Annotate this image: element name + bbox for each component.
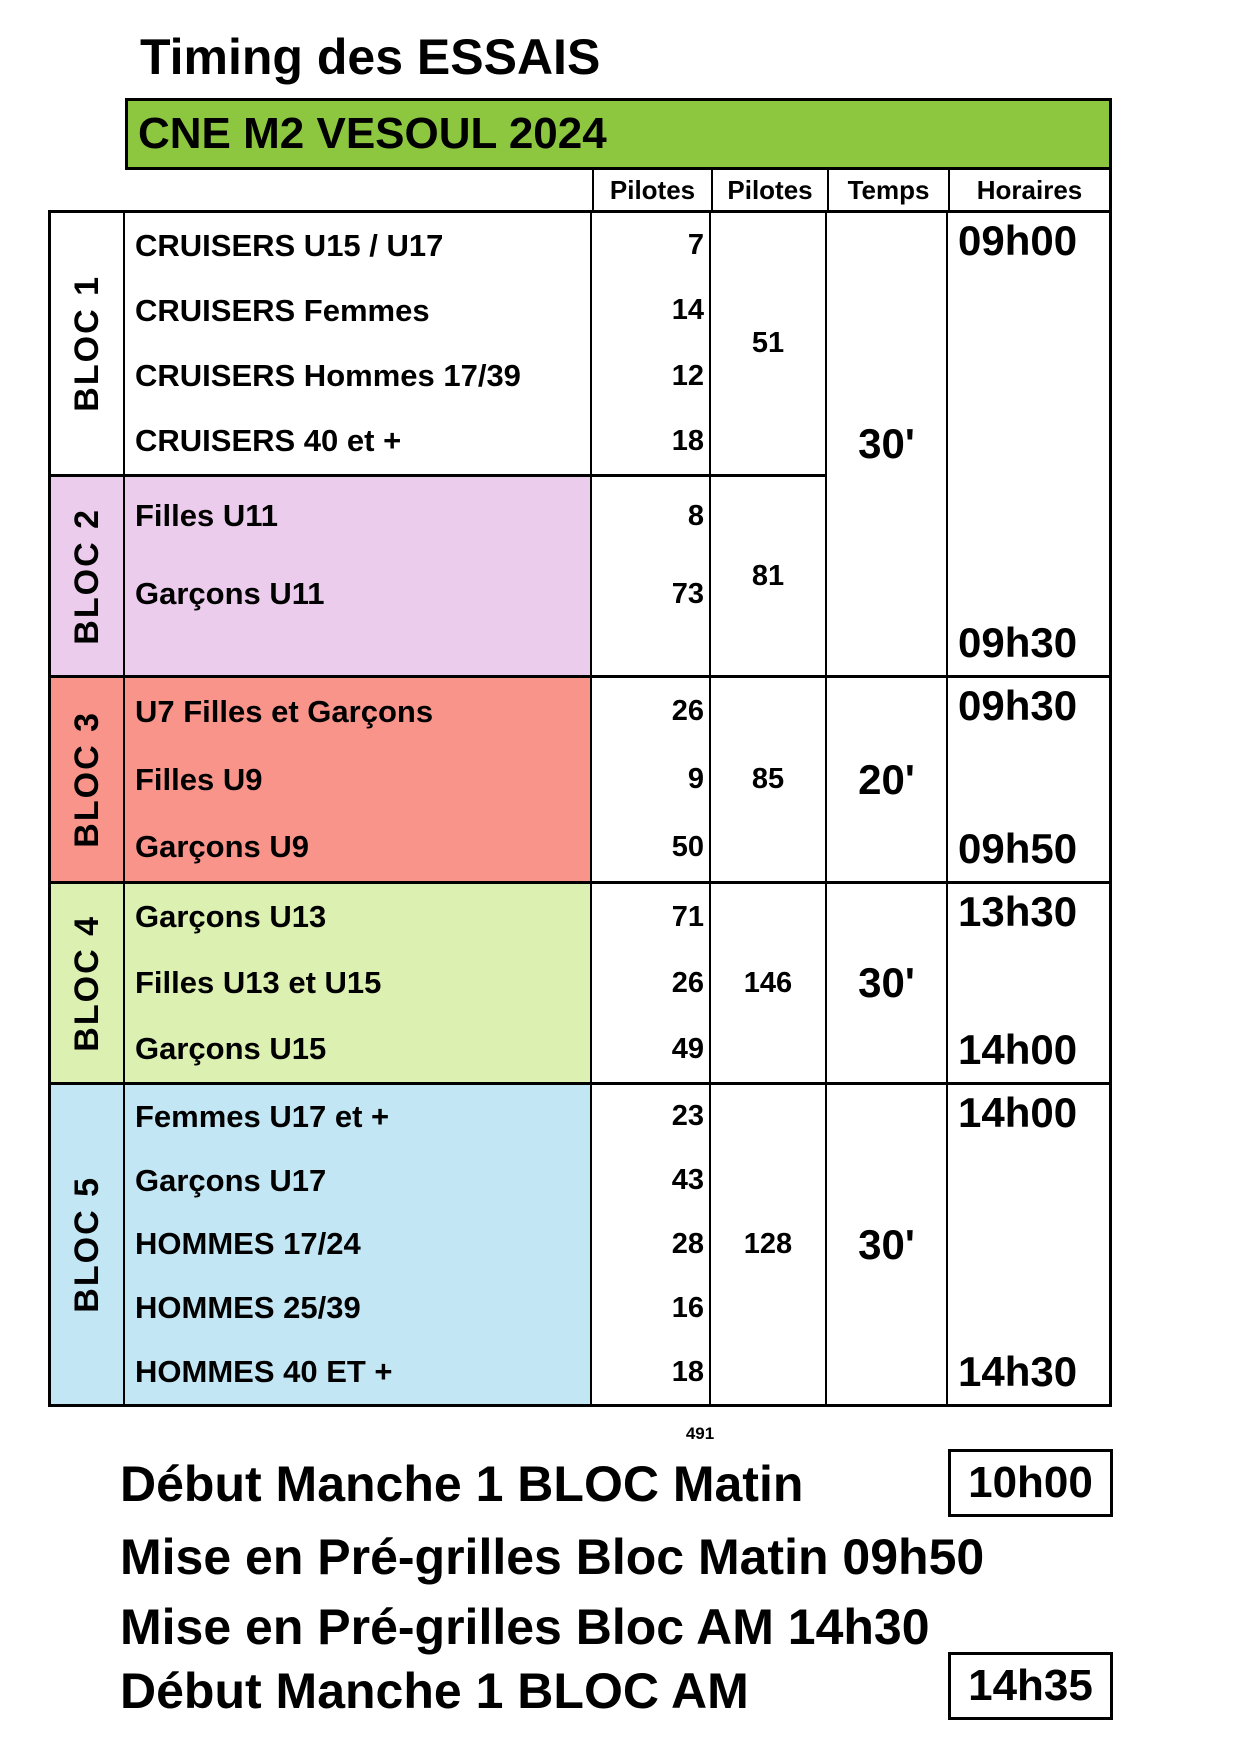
bloc-5-total: 128 (711, 1085, 827, 1404)
bloc-1-pilotes-counts: 7 14 12 18 (592, 213, 711, 477)
bloc-1-total: 51 (711, 213, 827, 477)
horaire-end: 09h50 (958, 825, 1078, 872)
category-label: HOMMES 17/24 (135, 1226, 361, 1262)
pilotes-count: 8 (687, 499, 704, 532)
pilotes-count: 14 (671, 294, 704, 327)
bloc-4-pilotes-counts: 71 26 49 (592, 884, 711, 1085)
horaires-bloc-3: 09h30 09h50 (948, 678, 1109, 884)
horaire-start: 09h00 (958, 217, 1078, 264)
footer-line-debut-manche-am: Début Manche 1 BLOC AM (120, 1663, 749, 1719)
pilotes-count: 50 (671, 830, 704, 863)
bloc-1-label: BLOC 1 (67, 275, 106, 412)
bloc-4-total: 146 (711, 884, 827, 1085)
horaire-end: 14h30 (958, 1348, 1078, 1395)
category-label: CRUISERS Femmes (135, 292, 430, 328)
category-label: HOMMES 40 ET + (135, 1354, 393, 1390)
horaire-start: 14h00 (958, 1089, 1078, 1136)
pilotes-count: 26 (671, 695, 704, 728)
bloc-4-label: BLOC 4 (67, 914, 106, 1052)
bloc-3-categories: U7 Filles et Garçons Filles U9 Garçons U… (125, 678, 592, 884)
category-label: Femmes U17 et + (135, 1098, 390, 1134)
page-title: Timing des ESSAIS (140, 29, 601, 85)
category-label: CRUISERS 40 et + (135, 423, 402, 459)
bloc-1-label-cell: BLOC 1 (51, 213, 125, 477)
category-label: Garçons U13 (135, 899, 327, 934)
temps-bloc-1-2: 30' (827, 213, 948, 678)
horaires-bloc-4: 13h30 14h00 (948, 884, 1109, 1085)
pilotes-count: 49 (671, 1032, 704, 1065)
bloc-5-categories: Femmes U17 et + Garçons U17 HOMMES 17/24… (125, 1085, 592, 1404)
bloc-2-pilotes-counts: 8 73 (592, 477, 711, 678)
bloc-1-categories: CRUISERS U15 / U17 CRUISERS Femmes CRUIS… (125, 213, 592, 477)
category-label: Garçons U11 (135, 576, 325, 611)
event-banner: CNE M2 VESOUL 2024 (125, 98, 1112, 170)
bloc-4-categories: Garçons U13 Filles U13 et U15 Garçons U1… (125, 884, 592, 1085)
col-header-pilotes-2: Pilotes (711, 170, 827, 210)
temps-bloc-3: 20' (827, 678, 948, 884)
pilotes-count: 12 (671, 359, 704, 392)
col-header-temps: Temps (827, 170, 948, 210)
category-label: Filles U9 (135, 761, 263, 797)
pilotes-count: 73 (671, 577, 704, 610)
pilotes-count: 7 (687, 229, 704, 262)
footer-line-debut-manche-matin: Début Manche 1 BLOC Matin (120, 1456, 804, 1512)
horaire-end: 09h30 (958, 619, 1078, 666)
horaires-bloc-1-2: 09h00 09h30 (948, 213, 1109, 678)
category-label: CRUISERS Hommes 17/39 (135, 358, 521, 394)
footer-line-pregrilles-matin: Mise en Pré-grilles Bloc Matin 09h50 (120, 1529, 985, 1585)
horaires-bloc-5: 14h00 14h30 (948, 1085, 1109, 1404)
horaire-start: 09h30 (958, 682, 1078, 729)
pilotes-count: 18 (671, 424, 704, 457)
col-header-pilotes-1: Pilotes (592, 170, 711, 210)
pilotes-count: 16 (671, 1291, 704, 1324)
grand-total-pilotes: 491 (685, 1424, 715, 1443)
pilotes-count: 23 (671, 1100, 704, 1133)
bloc-4-label-cell: BLOC 4 (51, 884, 125, 1085)
bloc-3-label-cell: BLOC 3 (51, 678, 125, 884)
bloc-5-label-cell: BLOC 5 (51, 1085, 125, 1404)
bloc-2-label: BLOC 2 (67, 507, 106, 645)
temps-bloc-4: 30' (827, 884, 948, 1085)
category-label: Garçons U15 (135, 1031, 327, 1066)
pilotes-count: 28 (671, 1227, 704, 1260)
category-label: U7 Filles et Garçons (135, 693, 434, 729)
time-box-am: 14h35 (948, 1652, 1113, 1720)
pilotes-count: 18 (671, 1355, 704, 1388)
pilotes-count: 9 (687, 763, 704, 795)
bloc-5-label: BLOC 5 (67, 1176, 106, 1313)
category-label: HOMMES 25/39 (135, 1290, 361, 1326)
category-label: Filles U13 et U15 (135, 965, 382, 1000)
pilotes-count: 43 (671, 1164, 704, 1197)
horaire-end: 14h00 (958, 1026, 1078, 1073)
col-header-horaires: Horaires (948, 170, 1112, 210)
footer-line-pregrilles-am: Mise en Pré-grilles Bloc AM 14h30 (120, 1599, 930, 1655)
bloc-3-pilotes-counts: 26 9 50 (592, 678, 711, 884)
bloc-3-total: 85 (711, 678, 827, 884)
pilotes-count: 26 (671, 966, 704, 999)
category-label: CRUISERS U15 / U17 (135, 227, 444, 263)
bloc-3-label: BLOC 3 (67, 711, 106, 848)
bloc-2-total: 81 (711, 477, 827, 678)
schedule-table: BLOC 1 CRUISERS U15 / U17 CRUISERS Femme… (48, 210, 1112, 1407)
bloc-5-pilotes-counts: 23 43 28 16 18 (592, 1085, 711, 1404)
pilotes-count: 71 (671, 900, 704, 933)
category-label: Filles U11 (135, 498, 279, 533)
bloc-2-label-cell: BLOC 2 (51, 477, 125, 678)
category-label: Garçons U17 (135, 1162, 327, 1198)
bloc-2-categories: Filles U11 Garçons U11 (125, 477, 592, 678)
horaire-start: 13h30 (958, 888, 1078, 935)
time-box-matin: 10h00 (948, 1449, 1113, 1517)
category-label: Garçons U9 (135, 829, 310, 865)
temps-bloc-5: 30' (827, 1085, 948, 1404)
